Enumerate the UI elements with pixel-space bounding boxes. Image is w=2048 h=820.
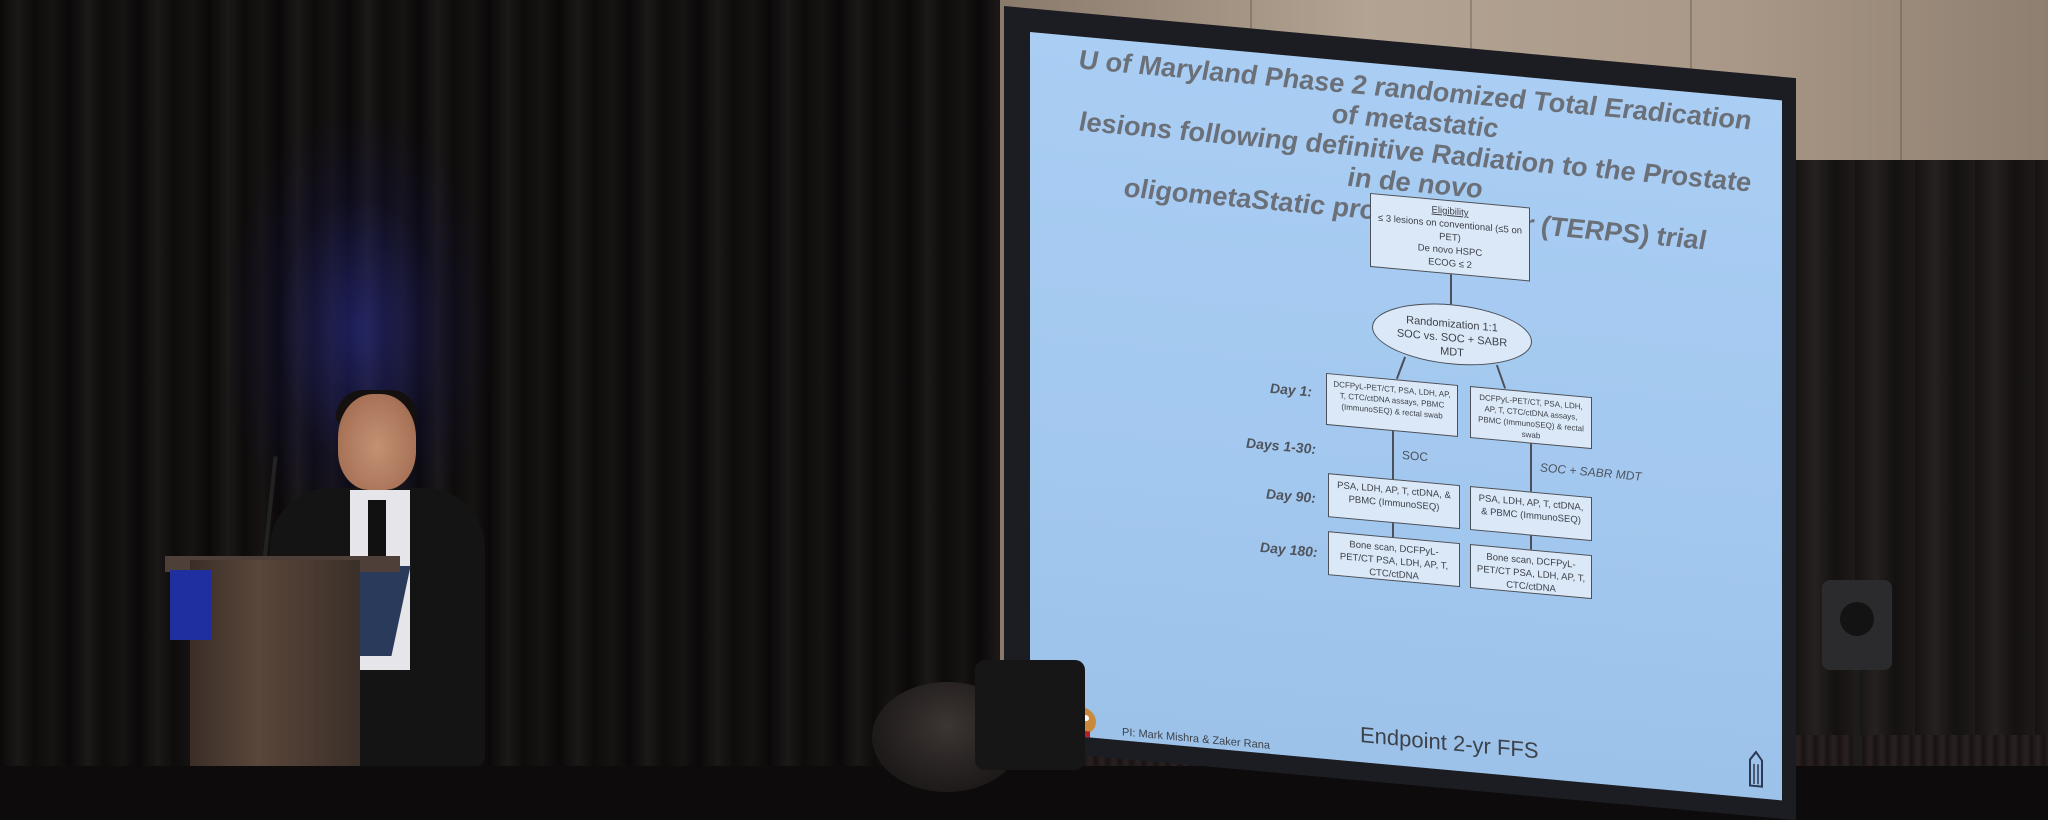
randomization-node: Randomization 1:1 SOC vs. SOC + SABR MDT <box>1372 297 1532 372</box>
flow-arrow <box>1530 443 1532 492</box>
flow-arrow <box>1392 430 1394 480</box>
trial-endpoint: Endpoint 2-yr FFS <box>1360 722 1539 764</box>
row-label-days1-30: Days 1-30: <box>1246 434 1317 458</box>
loudspeaker-stand <box>1853 670 1860 766</box>
day1-soc-box: DCFPyL-PET/CT, PSA, LDH, AP, T, CTC/ctDN… <box>1326 372 1458 437</box>
flow-arrow <box>1450 274 1452 305</box>
row-label-day180: Day 180: <box>1260 538 1318 561</box>
arm-label-sabr: SOC + SABR MDT <box>1540 460 1642 484</box>
day90-sabr-box: PSA, LDH, AP, T, ctDNA, & PBMC (ImmunoSE… <box>1470 486 1592 542</box>
flow-arrow <box>1495 364 1506 389</box>
row-label-day90: Day 90: <box>1266 485 1316 507</box>
loudspeaker-icon <box>1822 580 1892 670</box>
flow-arrow <box>1395 356 1406 379</box>
day90-soc-box: PSA, LDH, AP, T, ctDNA, & PBMC (ImmunoSE… <box>1328 473 1460 530</box>
projection-screen: U of Maryland Phase 2 randomized Total E… <box>1030 32 1782 801</box>
day1-sabr-box: DCFPyL-PET/CT, PSA, LDH, AP, T, CTC/ctDN… <box>1470 386 1592 450</box>
flow-arrow <box>1392 522 1394 538</box>
eligibility-box: Eligibility ≤ 3 lesions on conventional … <box>1370 192 1530 282</box>
university-logo-icon <box>1749 750 1763 788</box>
stage-curtain-left <box>0 0 1000 766</box>
podium-blue-panel <box>170 570 212 640</box>
wall-seam <box>1900 0 1902 200</box>
flow-arrow <box>1530 535 1532 550</box>
day180-soc-box: Bone scan, DCFPyL-PET/CT PSA, LDH, AP, T… <box>1328 531 1460 588</box>
arm-label-soc: SOC <box>1402 447 1429 465</box>
camera <box>975 660 1085 770</box>
speaker-head <box>338 394 416 490</box>
row-label-day1: Day 1: <box>1270 379 1313 400</box>
day180-sabr-box: Bone scan, DCFPyL-PET/CT PSA, LDH, AP, T… <box>1470 544 1592 600</box>
podium <box>190 560 360 766</box>
stage-curtain-right <box>1795 160 2048 766</box>
